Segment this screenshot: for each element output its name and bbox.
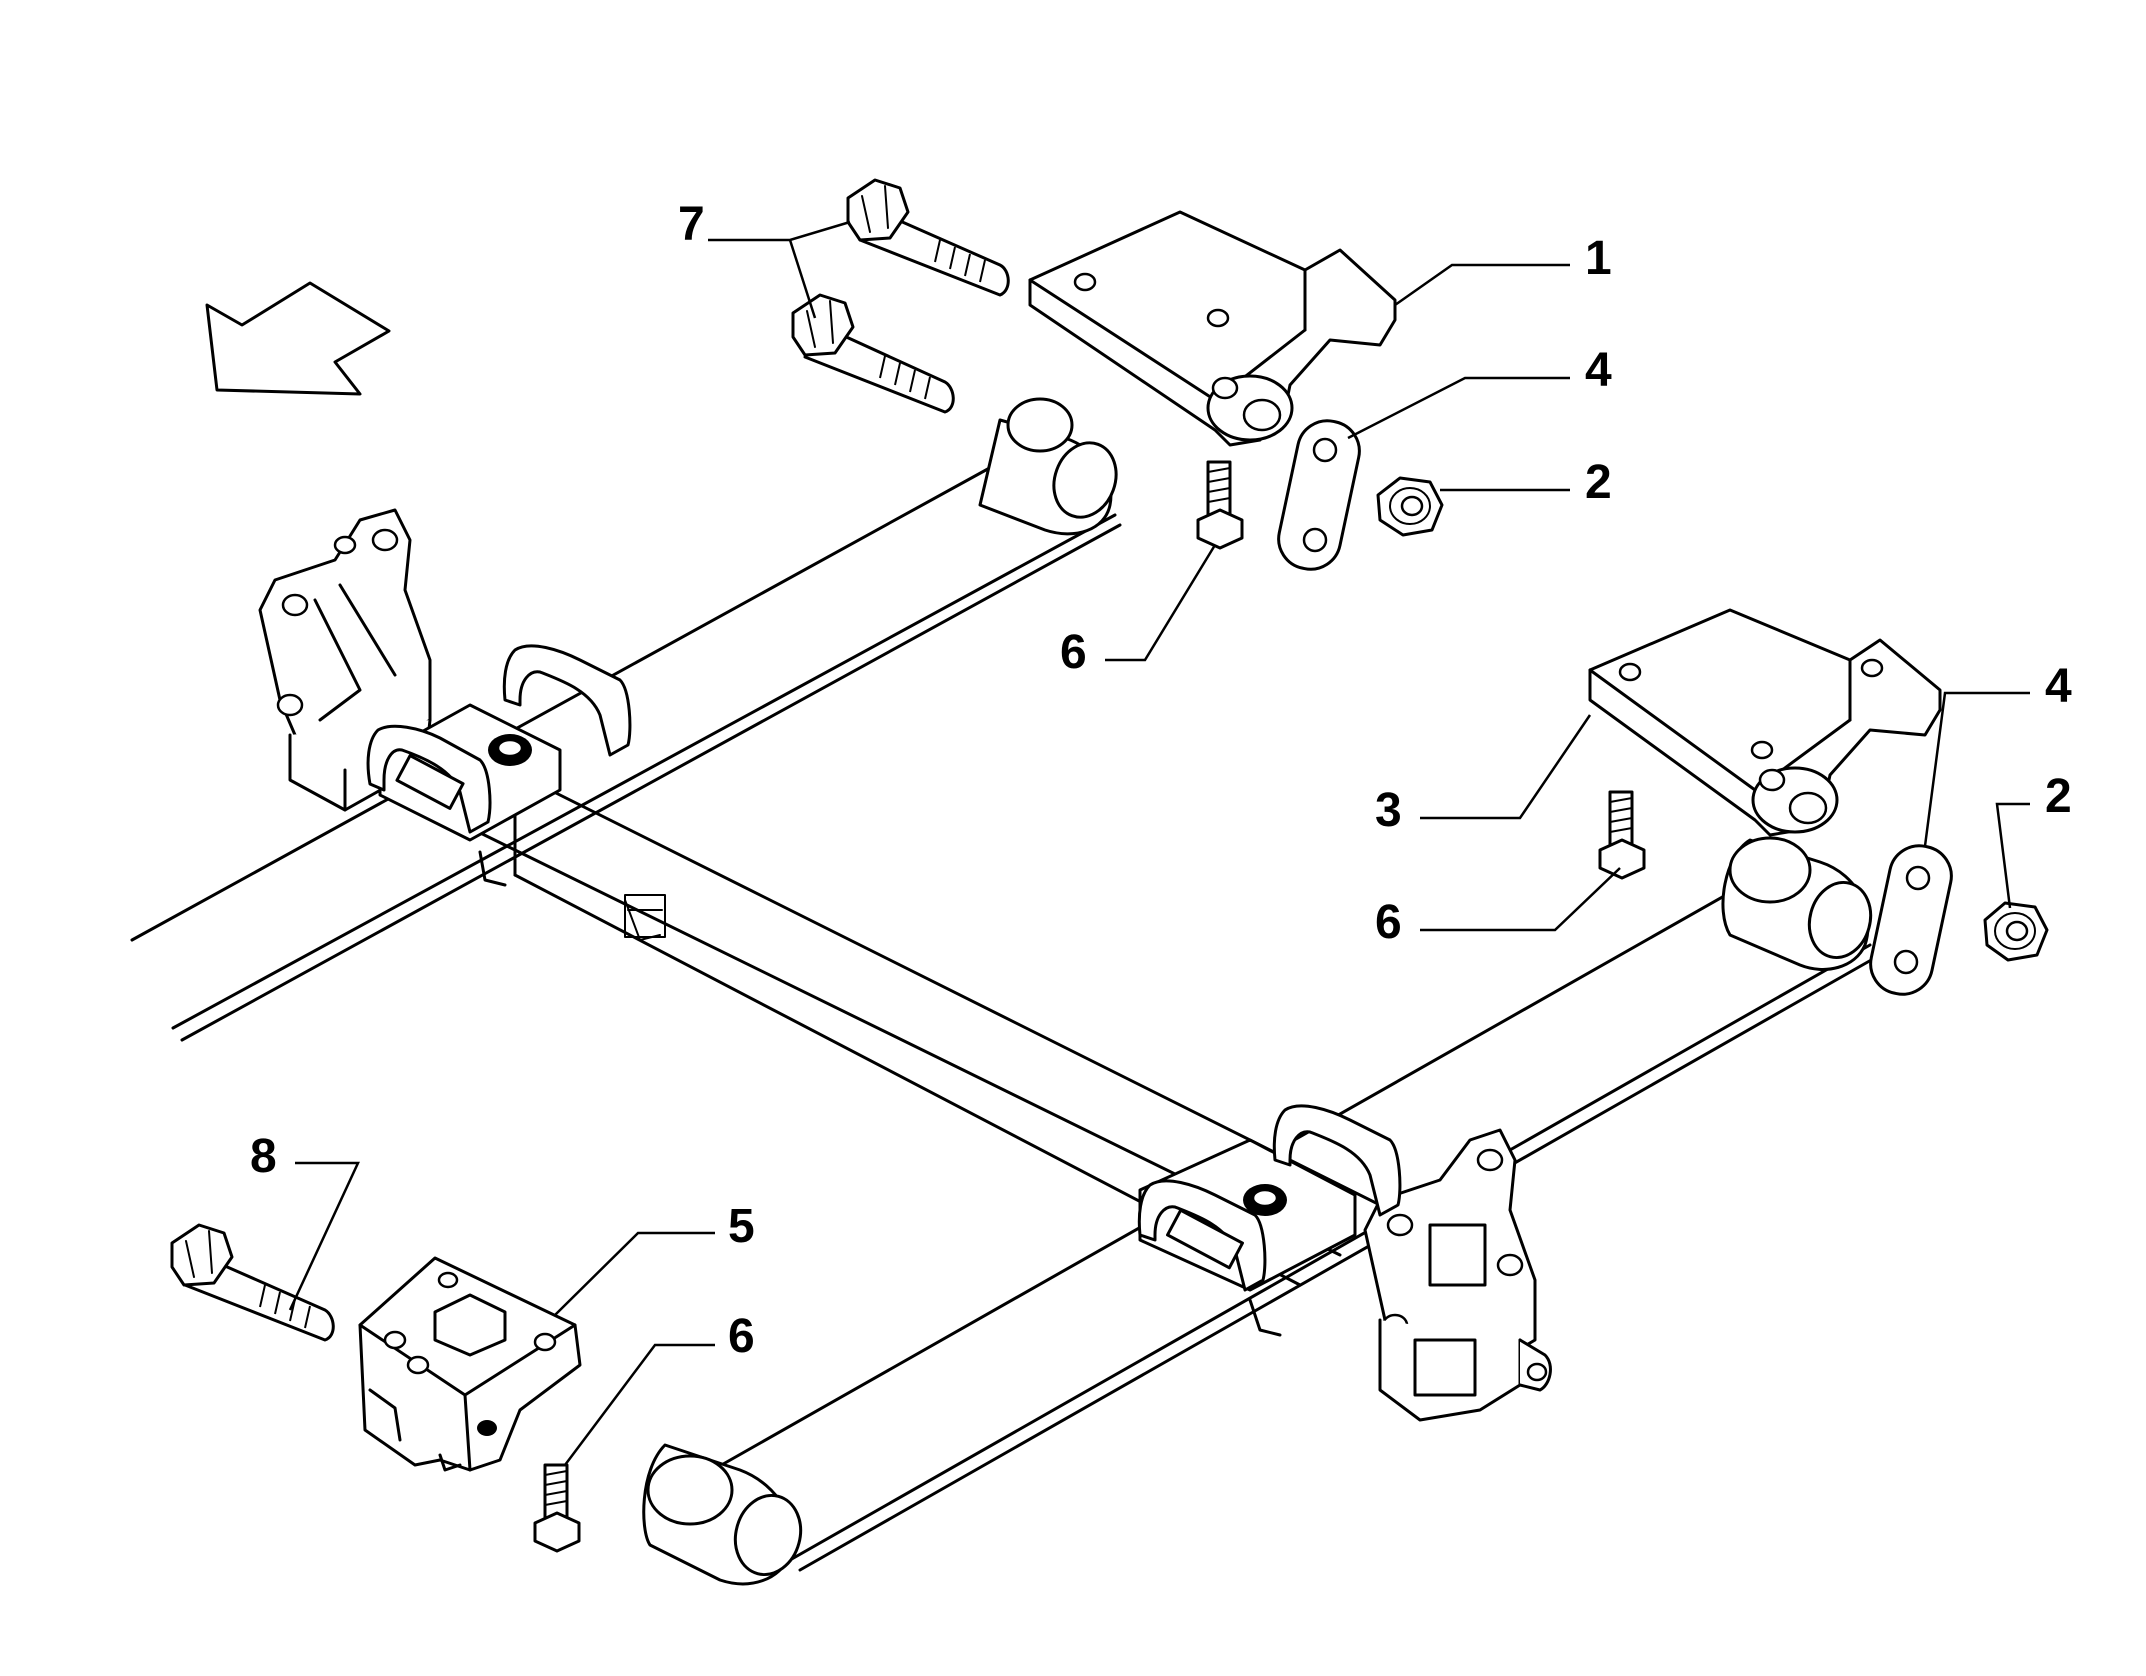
callout-7: 7 (678, 198, 705, 251)
callout-4-upper: 4 (1585, 344, 1612, 397)
callout-2-upper: 2 (1585, 456, 1612, 509)
right-axle-bracket (1363, 1128, 1552, 1422)
part-3-spring-hanger (1588, 608, 1942, 837)
part-7-bolt-upper (846, 178, 1010, 297)
part-6-bolt-lower (533, 1463, 581, 1553)
callout-1: 1 (1585, 232, 1612, 285)
left-u-bolt-clamp (366, 644, 632, 887)
callout-4-lower: 4 (2045, 660, 2072, 713)
part-4-shackle-plate-a (1277, 419, 1361, 571)
part-8-bolt (170, 1223, 335, 1342)
part-2-nut-b (1983, 901, 2049, 962)
part-1-spring-hanger (1028, 210, 1397, 447)
callout-6-lower: 6 (728, 1310, 755, 1363)
leaf-spring-right (642, 836, 1882, 1586)
part-2-nut-a (1376, 476, 1444, 537)
part-6-bolt-middle (1598, 790, 1646, 880)
callout-6-upper: 6 (1060, 626, 1087, 679)
callout-labels: 7 1 4 2 6 4 2 3 6 8 5 6 (250, 198, 2072, 1363)
callout-8: 8 (250, 1130, 277, 1183)
callout-2-lower: 2 (2045, 770, 2072, 823)
callout-3: 3 (1375, 784, 1402, 837)
leader-lines (288, 220, 2030, 1466)
part-4-shackle-plate-b (1869, 844, 1953, 996)
callout-6-middle: 6 (1375, 896, 1402, 949)
part-7-bolt-lower (791, 293, 955, 414)
part-5-bracket (358, 1256, 582, 1472)
direction-arrow-icon (205, 281, 391, 396)
part-6-bolt-upper (1196, 460, 1244, 550)
callout-5: 5 (728, 1200, 755, 1253)
leaf-spring-left (130, 397, 1122, 1042)
right-u-bolt-clamp (1137, 1104, 1402, 1337)
